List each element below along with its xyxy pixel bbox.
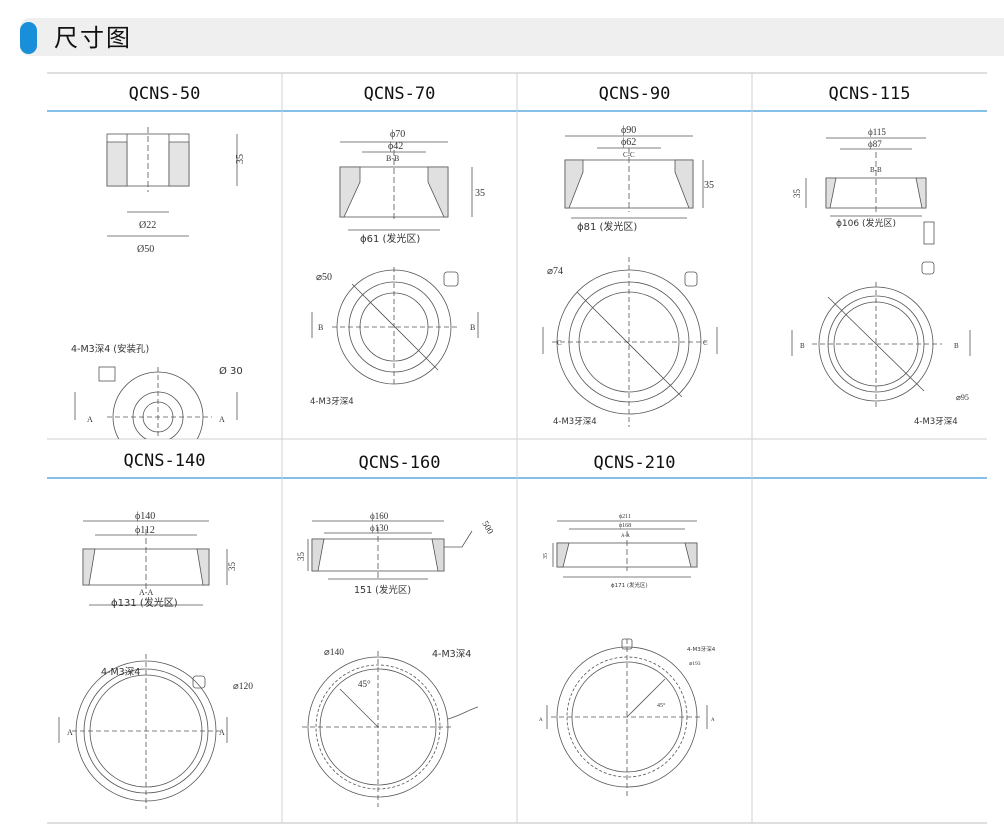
section-right-label: A [219,415,225,424]
mount-holes-label: 4-M3牙深4 [553,417,597,427]
model-title: QCNS-160 [358,453,441,473]
emitting-area-label: ϕ81 (发光区) [577,220,637,233]
section-label: A-A [139,588,153,597]
section-left-label: B [318,323,323,332]
circle-label: ⌀140 [324,648,344,658]
outer-diameter-label: ϕ90 [621,125,636,136]
section-left-label: A [67,728,73,737]
section-label: A-A [621,534,630,539]
model-title: QCNS-210 [593,453,676,473]
outer-diameter-label: ϕ211 [619,514,631,520]
outer-diameter-label: ϕ115 [868,127,886,137]
inner-diameter-label: ϕ42 [388,141,403,152]
height-label: 35 [543,553,549,559]
model-title: QCNS-90 [598,84,671,104]
product-cell-qcns-115: QCNS-115 ϕ115 [752,72,987,439]
model-title: QCNS-50 [128,84,201,104]
section-left-label: C [557,339,562,347]
grid-lines [47,72,987,824]
inner-diameter-label: ϕ168 [619,523,631,529]
mount-holes-label: 4-M3牙深4 [687,645,716,653]
outer-diameter-label: ϕ70 [390,129,405,140]
section-title: 尺寸图 [54,24,132,52]
product-cell-qcns-90: QCNS-90 ϕ90 ϕ62 [517,72,752,439]
height-label: 35 [704,180,714,191]
mount-holes-label: 4-M3深4 [432,649,471,660]
product-cell-qcns-140: QCNS-140 ϕ140 ϕ112 [47,439,282,824]
circle-label: ⌀193 [689,661,701,667]
drawing-qcns-140: ϕ140 ϕ112 35 A-A ϕ131 (发光区) 4-M3深4 ⌀120 … [58,511,253,809]
section-label: C-C [623,151,635,159]
section-right-label: C [703,339,708,347]
mount-holes-label: 4-M3牙深4 [310,397,354,407]
drawing-qcns-210: ϕ211 ϕ168 A-A 35 ϕ171 (发光区) 4-M3牙深4 ⌀193… [539,514,716,797]
section-right-label: A [219,728,225,737]
dimension-drawing-grid: QCNS-50 35 Ø22 [47,72,987,824]
circle-label: ⌀74 [547,266,563,277]
emitting-area-label: ϕ131 (发光区) [111,596,178,609]
height-label: 35 [792,189,802,199]
circle-label: ⌀120 [233,682,253,692]
inner-diameter-label: ϕ112 [135,525,155,536]
section-right-label: B [470,323,475,332]
drawing-qcns-90: ϕ90 ϕ62 C-C 35 ϕ81 (发光区) ⌀74 C C 4-M3牙深4 [542,125,718,427]
model-title: QCNS-115 [828,84,911,104]
product-cell-qcns-160: QCNS-160 ϕ160 ϕ130 [282,439,517,824]
inner-diameter-label: ϕ87 [868,139,882,149]
height-label: 35 [475,188,485,199]
mount-holes-label: 4-M3深4 [101,667,140,678]
emitting-area-label: 151 (发光区) [354,584,411,596]
emitting-area-label: ϕ171 (发光区) [611,581,648,589]
height-label: 35 [296,552,306,562]
product-cell-qcns-50: QCNS-50 35 Ø22 [47,72,282,439]
model-title: QCNS-140 [123,451,206,471]
model-title: QCNS-70 [363,84,436,104]
section-left-label: A [539,718,543,723]
outer-diameter-label: ϕ140 [135,511,155,522]
product-cell-qcns-70: QCNS-70 ϕ70 ϕ42 [282,72,517,439]
section-right-label: B [954,342,959,350]
empty-cell [752,439,987,824]
section-left-label: A [87,415,93,424]
section-header-marker [20,22,37,54]
drawing-qcns-115: ϕ115 ϕ87 B-B 35 ϕ106 (发光区) B B ⌀95 4-M3牙… [791,127,971,427]
mount-holes-label: 4-M3牙深4 [914,417,958,427]
mount-holes-label: 4-M3深4 (安装孔) [71,343,149,355]
emitting-area-label: ϕ61 (发光区) [360,232,420,245]
diameter-label: Ø 30 [219,365,243,377]
circle-label: ⌀95 [956,393,969,402]
angle-label: 45° [657,702,666,709]
outer-diameter-label: Ø50 [137,244,154,255]
drawing-qcns-70: ϕ70 ϕ42 B-B 35 ϕ61 (发光区) ⌀50 B B 4-M3牙深4 [310,129,485,407]
angle-label: 45° [358,679,371,689]
section-left-label: B [800,342,805,350]
section-header-bar [20,18,1004,56]
emitting-area-label: ϕ106 (发光区) [836,217,896,229]
inner-diameter-label: ϕ62 [621,137,636,148]
drawing-qcns-160: ϕ160 ϕ130 35 151 (发光区) 500 ⌀140 4-M3深4 4… [296,511,496,807]
inner-diameter-label: ϕ130 [370,523,389,533]
section-right-label: A [711,718,715,723]
product-cell-qcns-210: QCNS-210 ϕ211 ϕ1 [517,439,752,824]
drawing-qcns-50: 35 Ø22 Ø50 4-M3深4 (安装孔) Ø 30 A A [71,127,246,439]
section-label: B-B [386,154,399,163]
cable-length-label: 500 [480,519,496,536]
section-label: B-B [870,166,882,174]
circle-label: ⌀50 [316,272,332,283]
height-label: 35 [227,562,237,572]
outer-diameter-label: ϕ160 [370,511,389,521]
height-label: 35 [235,154,246,164]
inner-diameter-label: Ø22 [139,220,156,231]
